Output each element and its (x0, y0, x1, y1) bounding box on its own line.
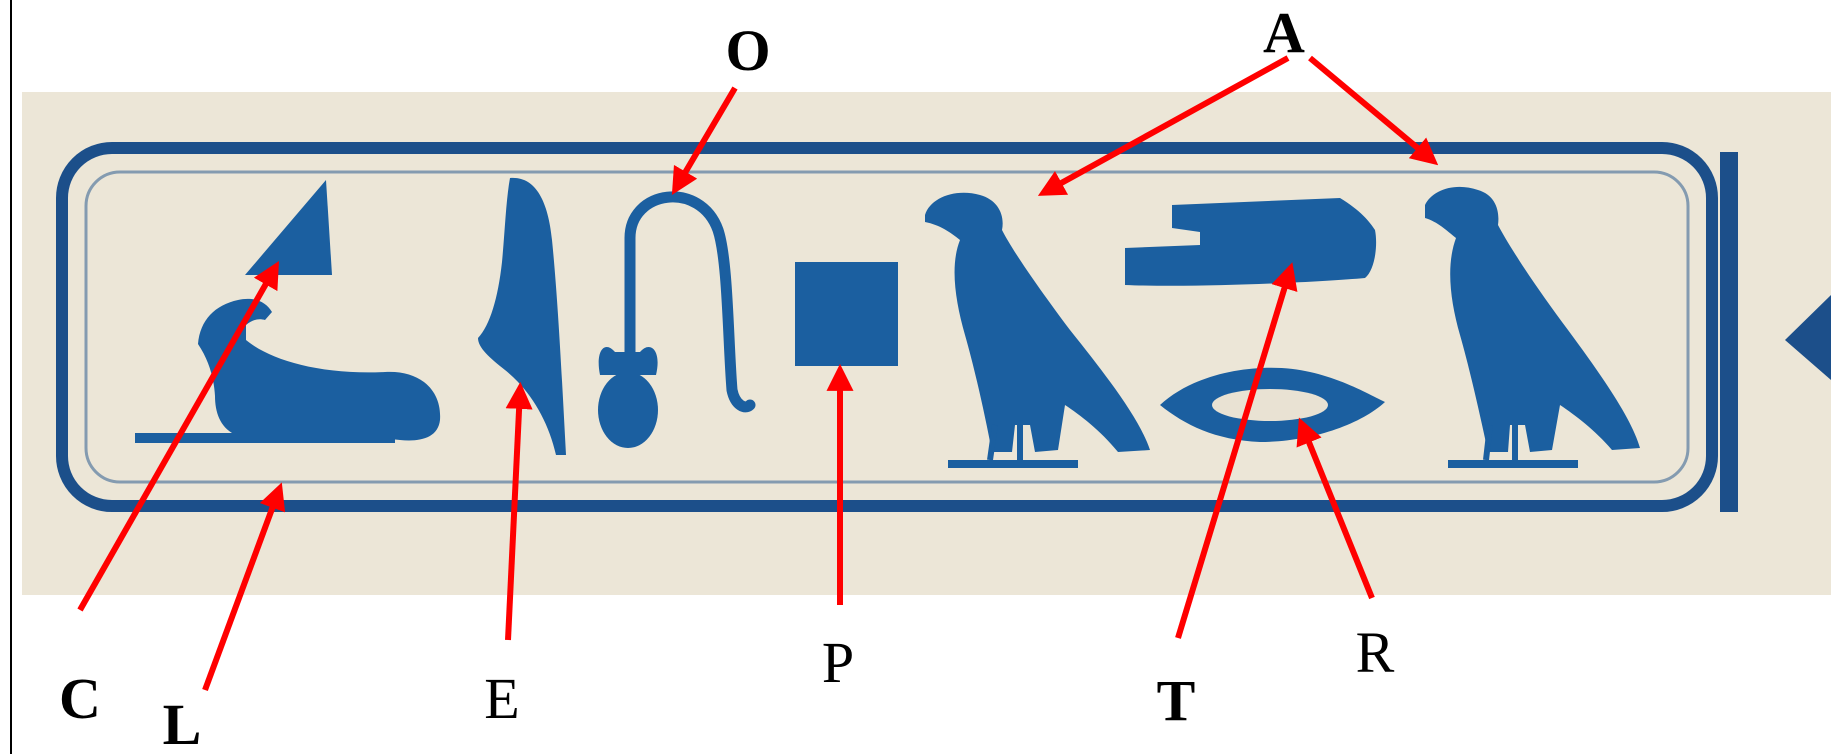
label-l: L (163, 692, 202, 754)
triangle-icon (245, 180, 332, 275)
cartouche-outline (56, 142, 1831, 512)
arrow-o (671, 86, 738, 195)
arrow-t (1175, 262, 1298, 639)
label-o: O (725, 18, 770, 83)
square-icon (795, 262, 898, 366)
arrow-r (1296, 417, 1375, 600)
label-a: A (1263, 0, 1305, 65)
arrow-a-right (1308, 55, 1439, 166)
arrow-a-left (1037, 55, 1290, 196)
label-c: C (59, 666, 101, 731)
arrow-e (505, 381, 533, 641)
lion-icon (135, 298, 441, 443)
arrow-c (77, 260, 280, 612)
vulture-icon (925, 192, 1150, 468)
label-e: E (484, 666, 519, 731)
arrow-l (202, 482, 286, 692)
vulture-icon (1425, 186, 1640, 468)
label-p: P (822, 630, 854, 695)
label-r: R (1356, 620, 1395, 685)
reed-leaf-icon (478, 177, 566, 455)
mouth-icon (1160, 367, 1385, 442)
rope-loop-icon (598, 191, 756, 448)
hand-icon (1125, 198, 1377, 286)
label-t: T (1157, 668, 1196, 733)
